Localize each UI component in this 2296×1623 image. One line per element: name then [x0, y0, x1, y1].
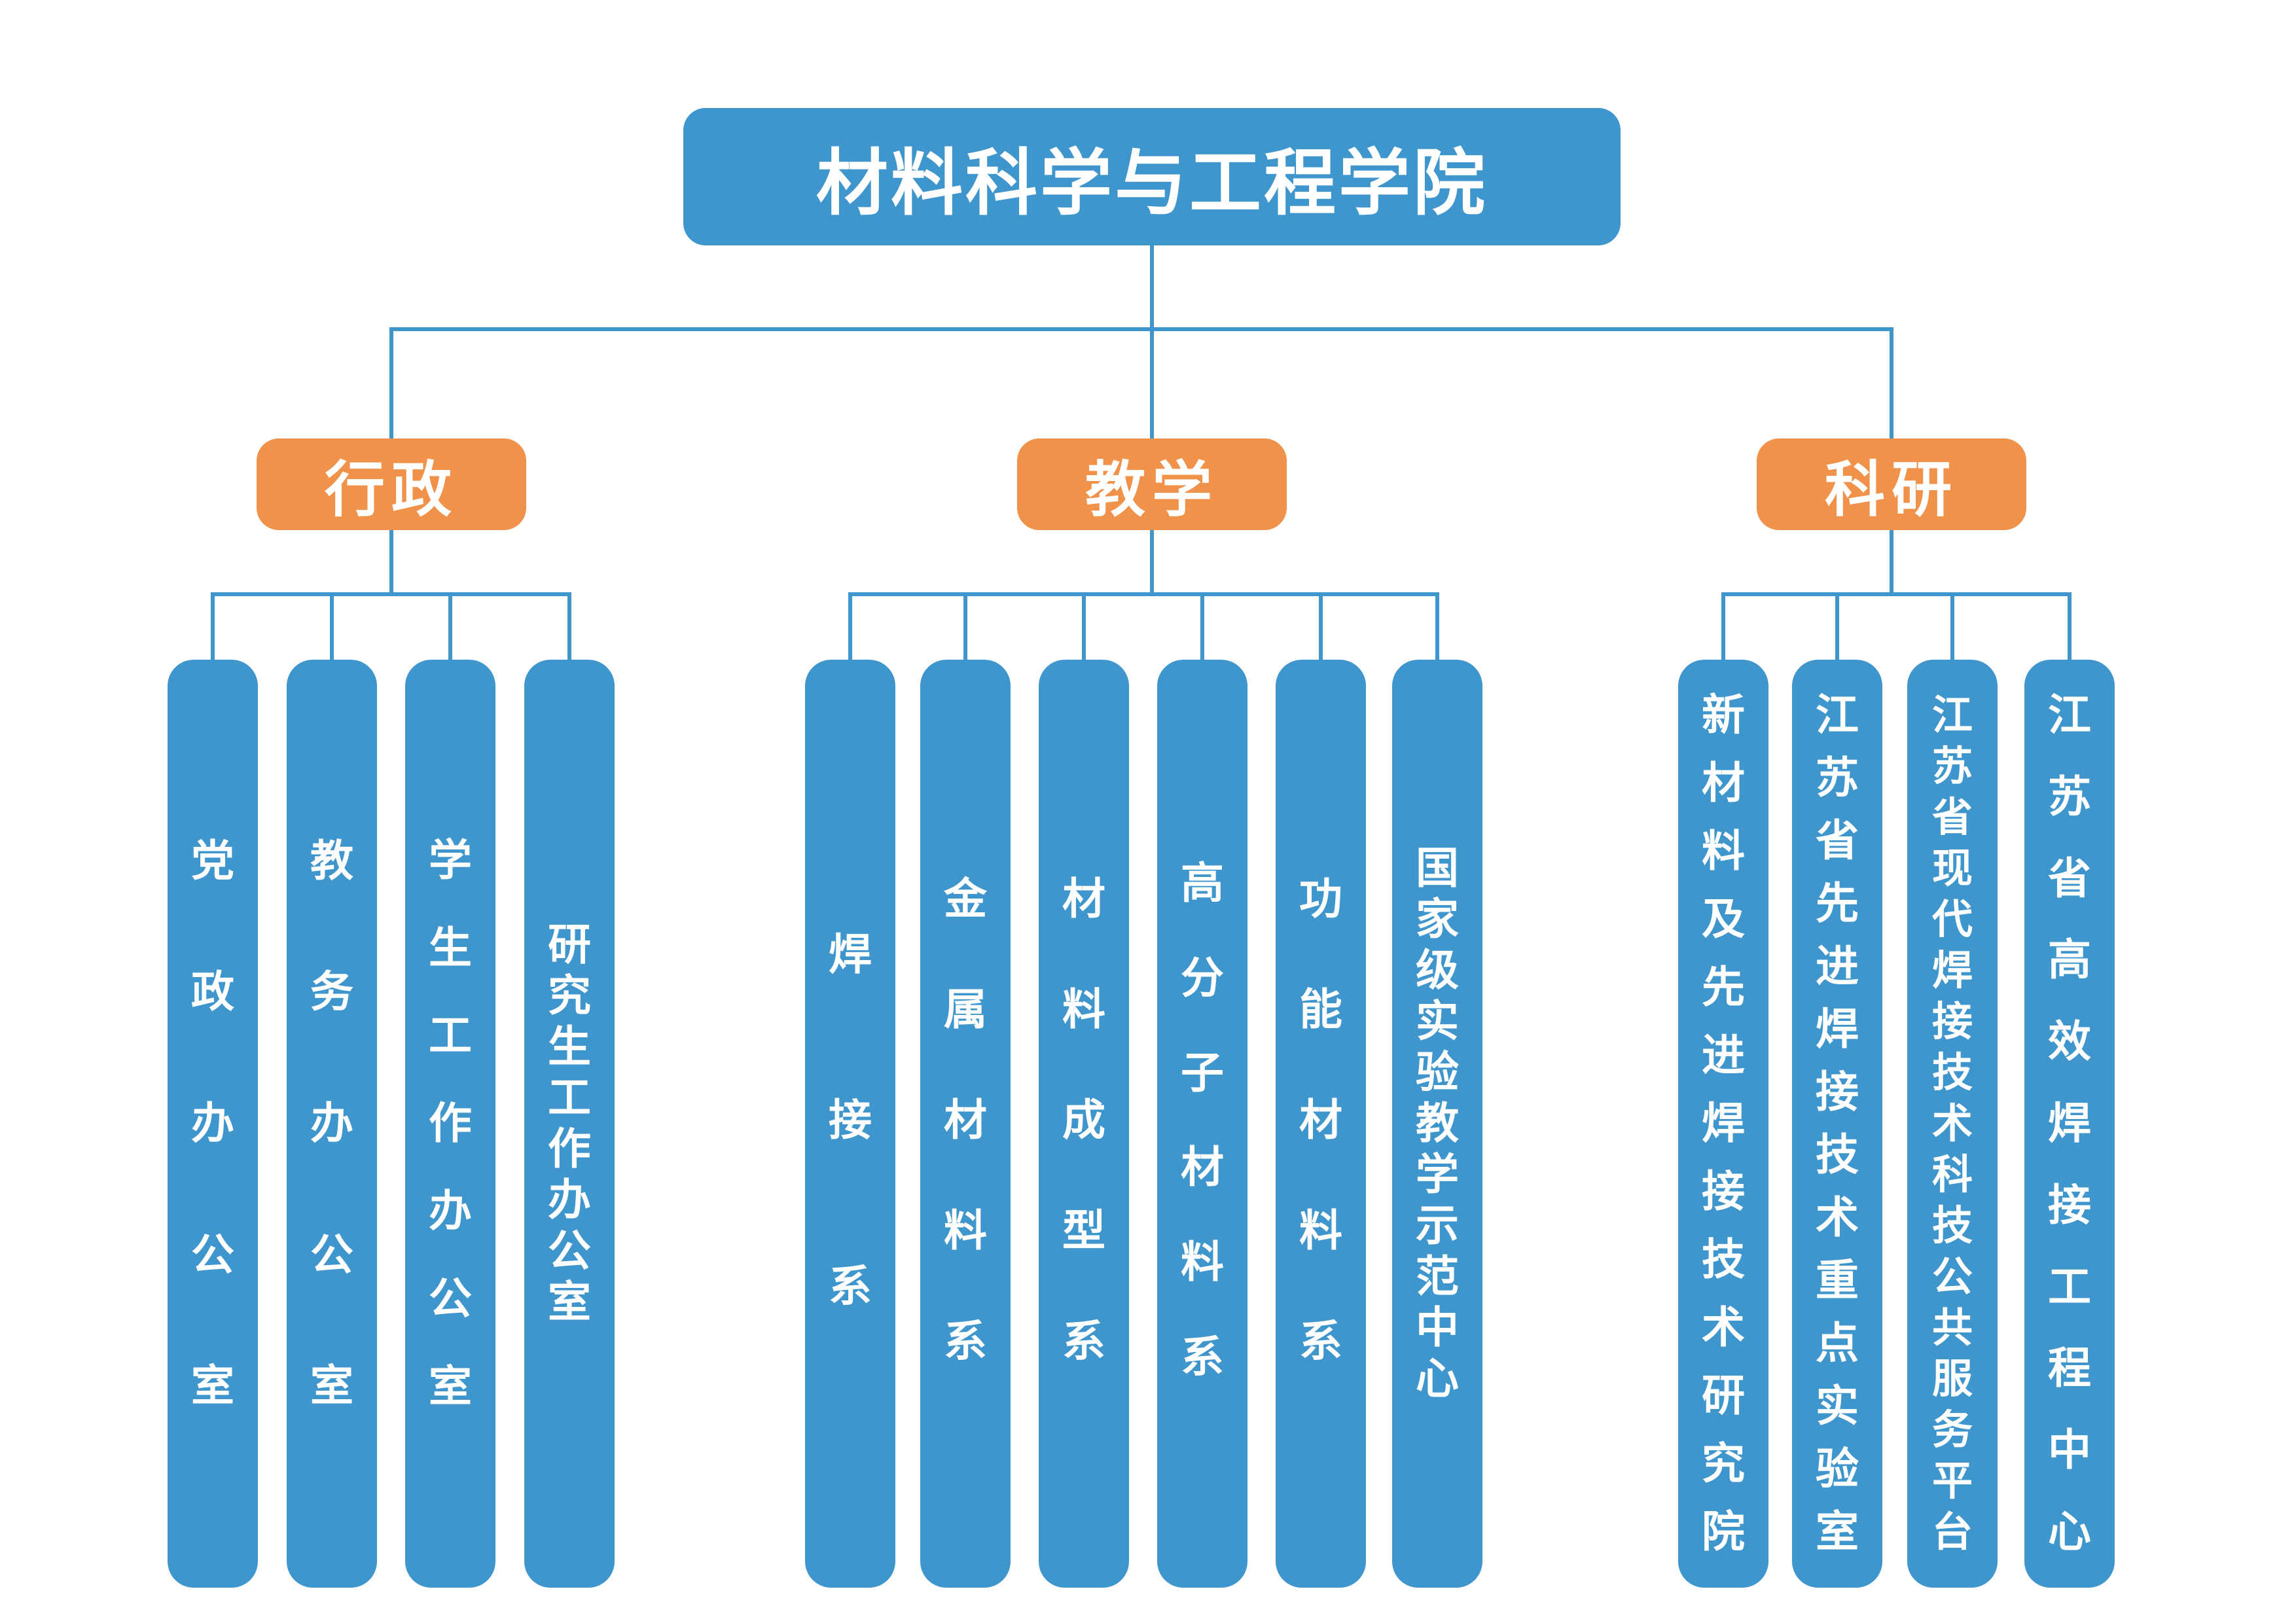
leaf-student-office: 学生工作办公室 — [405, 660, 495, 1588]
category-research: 科研 — [1757, 438, 2026, 530]
leaf-institute: 新材料及先进焊接技术研究院 — [1678, 660, 1768, 1588]
category-admin: 行政 — [257, 438, 526, 530]
root-node: 材料科学与工程学院 — [683, 108, 1621, 245]
category-teaching: 教学 — [1017, 438, 1287, 530]
leaf-forming-dept: 材料成型系 — [1039, 660, 1129, 1588]
leaf-service-platform: 江苏省现代焊接技术科技公共服务平台 — [1907, 660, 1998, 1588]
leaf-metal-dept: 金属材料系 — [920, 660, 1011, 1588]
leaf-engineering-center: 江苏省高效焊接工程中心 — [2024, 660, 2115, 1588]
leaf-polymer-dept: 高分子材料系 — [1157, 660, 1247, 1588]
leaf-functional-dept: 功能材料系 — [1276, 660, 1366, 1588]
leaf-academic-office: 教务办公室 — [287, 660, 377, 1588]
leaf-key-lab: 江苏省先进焊接技术重点实验室 — [1792, 660, 1882, 1588]
leaf-party-office: 党政办公室 — [168, 660, 258, 1588]
leaf-demo-center: 国家级实验教学示范中心 — [1392, 660, 1482, 1588]
leaf-graduate-office: 研究生工作办公室 — [524, 660, 615, 1588]
leaf-welding-dept: 焊接系 — [805, 660, 895, 1588]
